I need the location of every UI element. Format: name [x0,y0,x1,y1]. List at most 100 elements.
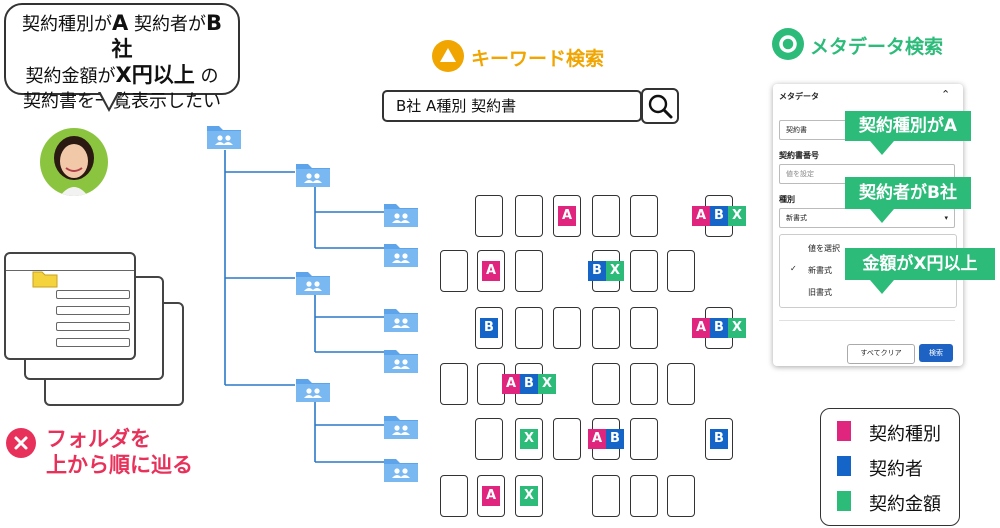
document-icon [440,250,468,292]
document-icon [515,195,543,237]
document-icon [475,307,503,349]
check-icon: ✓ [790,264,797,273]
document-icon [592,363,620,405]
document-icon [592,307,620,349]
tag-b: B [520,374,538,394]
option-item[interactable]: 旧書式 [808,288,832,297]
caret-icon: ▾ [944,214,948,222]
shared-folder-icon [295,268,331,296]
document-icon [553,307,581,349]
search-button[interactable] [641,88,679,124]
tag-x: X [520,486,538,506]
document-icon [592,195,620,237]
bubble-text: 契約種別が [21,14,112,35]
list-line [56,306,130,315]
callout-contract-type: 契約種別がA [845,111,971,141]
document-icon [475,195,503,237]
callout-tail [870,141,894,155]
document-icon [667,475,695,517]
document-icon [477,363,505,405]
keyword-method-icon [432,40,464,72]
callout-contractor: 契約者がB社 [845,177,971,209]
field-label: 種別 [779,195,795,204]
callout-tail [870,209,894,223]
folder-method-text: フォルダを 上から順に辿る [46,426,193,478]
bubble-text: 契約書を一覧表示したい [23,91,221,112]
folder-method-label [6,428,36,458]
panel-search-button[interactable]: 検索 [919,344,953,362]
shared-folder-icon [383,412,419,440]
legend-label: 契約金額 [869,494,941,515]
search-icon [648,94,673,119]
tag-b: B [710,318,728,338]
list-line [56,338,130,347]
type-select[interactable]: 新書式 ▾ [779,208,955,228]
legend-label: 契約種別 [869,424,941,445]
shared-folder-icon [383,240,419,268]
option-item[interactable]: 新書式 [808,266,832,275]
field-label: 契約書番号 [779,151,819,160]
shared-folder-icon [295,375,331,403]
list-line [56,290,130,299]
tag-b: B [710,429,728,449]
window-front [4,252,136,360]
chevron-up-icon[interactable]: ⌃ [941,88,951,101]
document-icon [630,363,658,405]
tag-x: X [520,429,538,449]
avatar [40,128,108,196]
bubble-text-bold: B社 [111,11,223,61]
tag-b: B [710,206,728,226]
keyword-method-title: キーワード検索 [471,48,605,70]
speech-bubble: 契約種別がA 契約者がB社 契約金額がX円以上 の 契約書を一覧表示したい [4,3,240,112]
clear-all-button[interactable]: すべてクリア [847,344,915,364]
bubble-text: の [194,66,219,87]
callout-amount: 金額がX円以上 [845,248,995,280]
tag-a: A [502,374,520,394]
tag-b: B [480,318,498,338]
document-icon [553,418,581,460]
document-icon [475,418,503,460]
document-icon [667,250,695,292]
bubble-text-bold: A [111,11,129,35]
search-input[interactable]: B社 A種別 契約書 [382,90,642,122]
shared-folder-icon [206,122,242,150]
shared-folder-icon [295,160,331,188]
tag-a: A [482,486,500,506]
tag-a: A [588,429,606,449]
bubble-tail-fill [100,91,118,108]
bubble-text: 契約金額が [25,66,116,87]
type-select-value: 新書式 [786,214,807,222]
legend-label: 契約者 [869,459,923,480]
folder-method-line: フォルダを [46,427,151,451]
bubble-text-bold: X円以上 [115,63,195,87]
shared-folder-icon [383,305,419,333]
document-icon [440,363,468,405]
document-icon [630,475,658,517]
callout-tail [870,280,894,294]
tag-b: B [588,261,606,281]
panel-header: メタデータ [779,92,819,101]
document-icon [630,307,658,349]
document-icon [630,250,658,292]
tag-b: B [606,429,624,449]
shared-folder-icon [383,346,419,374]
metadata-method-title: メタデータ検索 [810,36,944,58]
folder-method-line: 上から順に辿る [46,453,193,477]
list-line [56,322,130,331]
legend-swatch-x [837,491,851,511]
document-icon [667,363,695,405]
tag-x: X [728,318,746,338]
document-icon [592,475,620,517]
shared-folder-icon [383,455,419,483]
folder-icon [32,271,58,288]
legend: 契約種別 契約者 契約金額 [820,408,960,526]
folder-tree [224,150,385,463]
option-item[interactable]: 値を選択 [808,244,840,253]
bubble-text: 契約者が [128,14,206,35]
document-icon [515,250,543,292]
tag-a: A [692,206,710,226]
metadata-method-icon [772,28,804,60]
document-icon [630,195,658,237]
x-icon [6,428,36,458]
legend-swatch-b [837,456,851,476]
